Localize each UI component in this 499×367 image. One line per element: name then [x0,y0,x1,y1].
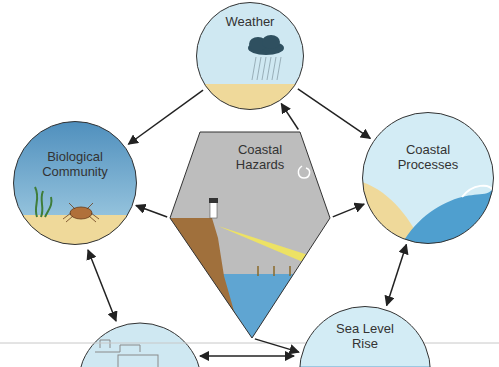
connector-arrow [255,339,299,352]
circle-outline [362,112,494,244]
layout-arrow [88,250,116,321]
connector-arrow [281,104,298,130]
circle-outline [13,121,137,245]
connector-arrow [387,245,407,306]
connector-arrow [128,90,203,144]
connector-arrow [298,89,370,139]
hazards-pentagon: Coastal Hazards [166,126,334,342]
biology-circle: Biological Community [13,121,137,245]
layout-arrow [200,355,294,357]
connector-arrow [333,204,364,217]
node-label: Biological Community [27,149,123,179]
node-label: Weather [210,14,290,29]
sea-level-circle: Sea Level Rise [299,306,431,367]
weather-circle: Weather [196,2,304,110]
node-label: Coastal Hazards [226,142,294,172]
node-label: Sea Level Rise [329,321,401,351]
connector-arrow [136,205,167,216]
coastal-processes-circle: Coastal Processes [362,112,494,244]
node-label: Coastal Processes [383,142,473,172]
